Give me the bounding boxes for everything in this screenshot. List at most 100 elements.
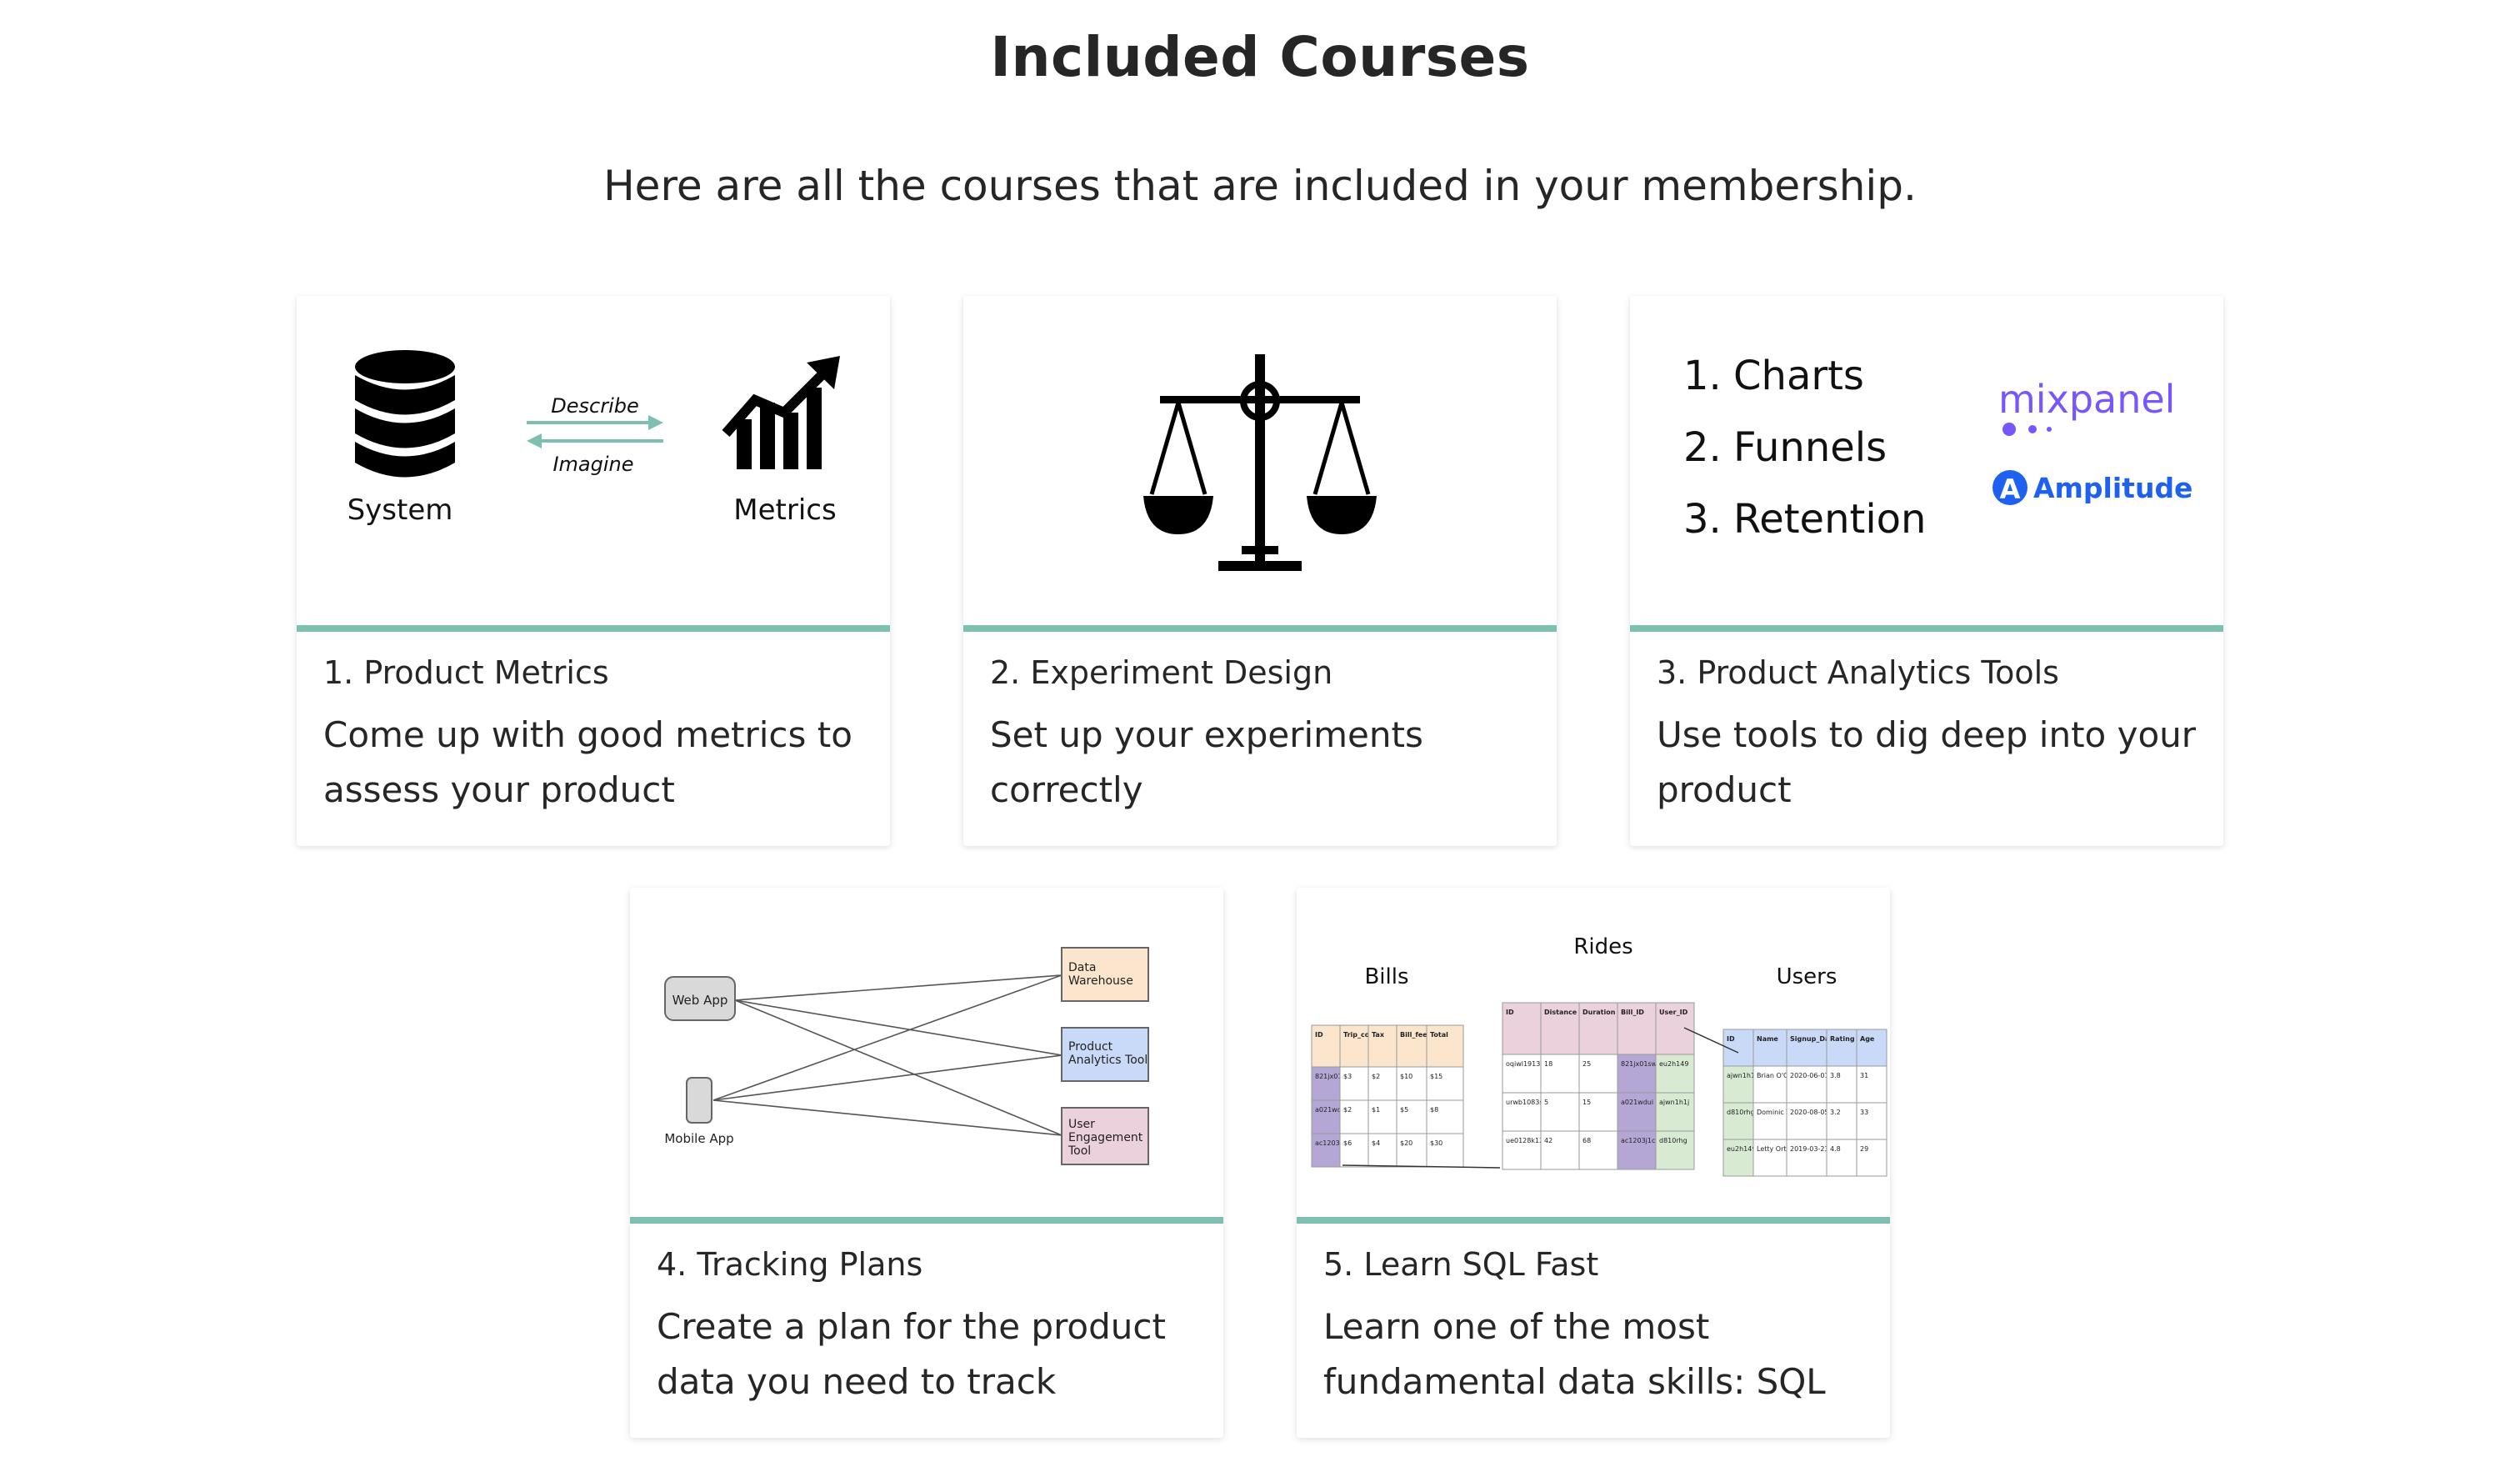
table-cell: 42 xyxy=(1544,1137,1552,1144)
table-cell: $2 xyxy=(1372,1073,1380,1080)
table-cell: a021wdui xyxy=(1315,1106,1348,1114)
course-card-product-analytics-tools[interactable]: 1. Charts 2. Funnels 3. Retention mixpan… xyxy=(1630,296,2223,846)
table-header-cell: Distance xyxy=(1544,1009,1578,1016)
scales-icon xyxy=(1143,354,1377,571)
table-header-cell: Bill_ID xyxy=(1621,1009,1644,1016)
table-cell: eu2h149 xyxy=(1659,1060,1688,1068)
web-app-label: Web App xyxy=(672,993,728,1008)
table-cell: 68 xyxy=(1582,1137,1591,1144)
course-description: Use tools to dig deep into your product xyxy=(1657,714,2197,810)
table-cell: 15 xyxy=(1582,1099,1591,1106)
table-cell: ajwn1h1j xyxy=(1727,1072,1757,1079)
table-header-cell: ID xyxy=(1727,1035,1735,1043)
table-header-cell: Duration xyxy=(1582,1009,1616,1016)
table-header-cell: Rating xyxy=(1830,1035,1855,1043)
list-number: 2. xyxy=(1683,424,1722,471)
table-header-cell: ID xyxy=(1506,1009,1514,1016)
connection-lines xyxy=(712,974,1062,1136)
amplitude-icon: A xyxy=(2000,473,2021,505)
table-cell: $8 xyxy=(1430,1106,1438,1114)
course-description: Come up with good metrics to assess your… xyxy=(323,714,852,810)
table-header-cell: Bill_fee xyxy=(1400,1031,1428,1039)
course-title: 5. Learn SQL Fast xyxy=(1323,1246,1599,1283)
course-thumbnail xyxy=(963,296,1557,632)
table-cell: Letty Ortiz xyxy=(1757,1145,1792,1153)
table-cell: ue0128k12-l xyxy=(1506,1137,1548,1144)
table-cell: $20 xyxy=(1400,1139,1412,1147)
list-item-retention: Retention xyxy=(1733,496,1926,543)
table-cell: eu2h149 xyxy=(1727,1145,1756,1153)
table-cell: urwb1083sen xyxy=(1506,1099,1552,1106)
svg-text:Amplitude: Amplitude xyxy=(2033,472,2192,504)
amplitude-logo: A Amplitude xyxy=(1992,470,2192,505)
page-title: Included Courses xyxy=(990,25,1530,89)
list-number: 3. xyxy=(1683,496,1722,543)
thumb-left-label: System xyxy=(348,493,453,527)
table-cell: 33 xyxy=(1860,1109,1868,1116)
table-header-cell: Age xyxy=(1860,1035,1875,1043)
table-header-cell: Tax xyxy=(1372,1031,1385,1039)
table-cell: $1 xyxy=(1372,1106,1380,1114)
user-engagement-node xyxy=(1061,1107,1149,1165)
table-cell: ac1203j1c xyxy=(1315,1139,1349,1147)
table-cell: $4 xyxy=(1372,1139,1380,1147)
list-number: 1. xyxy=(1683,353,1722,399)
bills-table-label: Bills xyxy=(1364,964,1408,989)
table-cell: $5 xyxy=(1400,1106,1408,1114)
table-header-cell: Signup_Date xyxy=(1790,1035,1838,1043)
table-cell: $30 xyxy=(1430,1139,1442,1147)
table-cell: 2020-08-05 xyxy=(1790,1109,1829,1116)
users-table-label: Users xyxy=(1777,964,1838,989)
table-cell: d810rhg xyxy=(1727,1109,1755,1116)
table-cell: 3.2 xyxy=(1830,1109,1841,1116)
database-icon xyxy=(355,350,455,478)
table-header-cell: Total xyxy=(1430,1031,1448,1039)
course-description: Create a plan for the product data you n… xyxy=(657,1306,1166,1402)
table-cell: Dominic Toretto xyxy=(1757,1109,1809,1116)
table-cell: $6 xyxy=(1343,1139,1352,1147)
thumb-arrow-top-label: Describe xyxy=(551,394,638,418)
relation-line xyxy=(1683,1027,1739,1054)
table-cell: $3 xyxy=(1343,1073,1352,1080)
table-cell: d810rhg xyxy=(1659,1137,1688,1144)
course-thumbnail: 1. Charts 2. Funnels 3. Retention mixpan… xyxy=(1630,296,2223,632)
product-analytics-node xyxy=(1061,1027,1149,1082)
data-warehouse-node xyxy=(1061,947,1149,1002)
table-cell: 5 xyxy=(1544,1099,1548,1106)
table-cell: 821jx01sw xyxy=(1315,1073,1352,1080)
course-card-product-metrics[interactable]: System Describe Imagine Metrics 1. Produ… xyxy=(297,296,890,846)
mobile-app-node xyxy=(686,1077,712,1124)
table-header-cell: ID xyxy=(1315,1031,1323,1039)
table-cell: 821jx01sw xyxy=(1621,1060,1658,1068)
course-title: 1. Product Metrics xyxy=(323,654,609,691)
mobile-app-label: Mobile App xyxy=(664,1131,733,1146)
course-title: 3. Product Analytics Tools xyxy=(1657,654,2059,691)
table-cell: $10 xyxy=(1400,1073,1412,1080)
mixpanel-logo: mixpanel xyxy=(1998,377,2175,436)
table-cell: a021wdui xyxy=(1621,1099,1653,1106)
table-cell: 29 xyxy=(1860,1145,1868,1153)
table-cell: Brian O'Conner xyxy=(1757,1072,1808,1079)
table-cell: ajwn1h1j xyxy=(1659,1099,1689,1106)
chart-growth-icon xyxy=(722,356,840,469)
course-thumbnail: System Describe Imagine Metrics xyxy=(297,296,890,632)
table-cell: 18 xyxy=(1544,1060,1552,1068)
table-header-cell: Name xyxy=(1757,1035,1778,1043)
list-item-charts: Charts xyxy=(1733,353,1864,399)
table-cell: 2019-03-23 xyxy=(1790,1145,1829,1153)
thumb-right-label: Metrics xyxy=(733,493,836,527)
table-cell: 2020-06-01 xyxy=(1790,1072,1829,1079)
svg-text:mixpanel: mixpanel xyxy=(1998,377,2175,422)
course-card-experiment-design[interactable]: 2. Experiment Design Set up your experim… xyxy=(963,296,1557,846)
page-subtitle: Here are all the courses that are includ… xyxy=(603,162,1917,210)
table-cell: 3.8 xyxy=(1830,1072,1841,1079)
